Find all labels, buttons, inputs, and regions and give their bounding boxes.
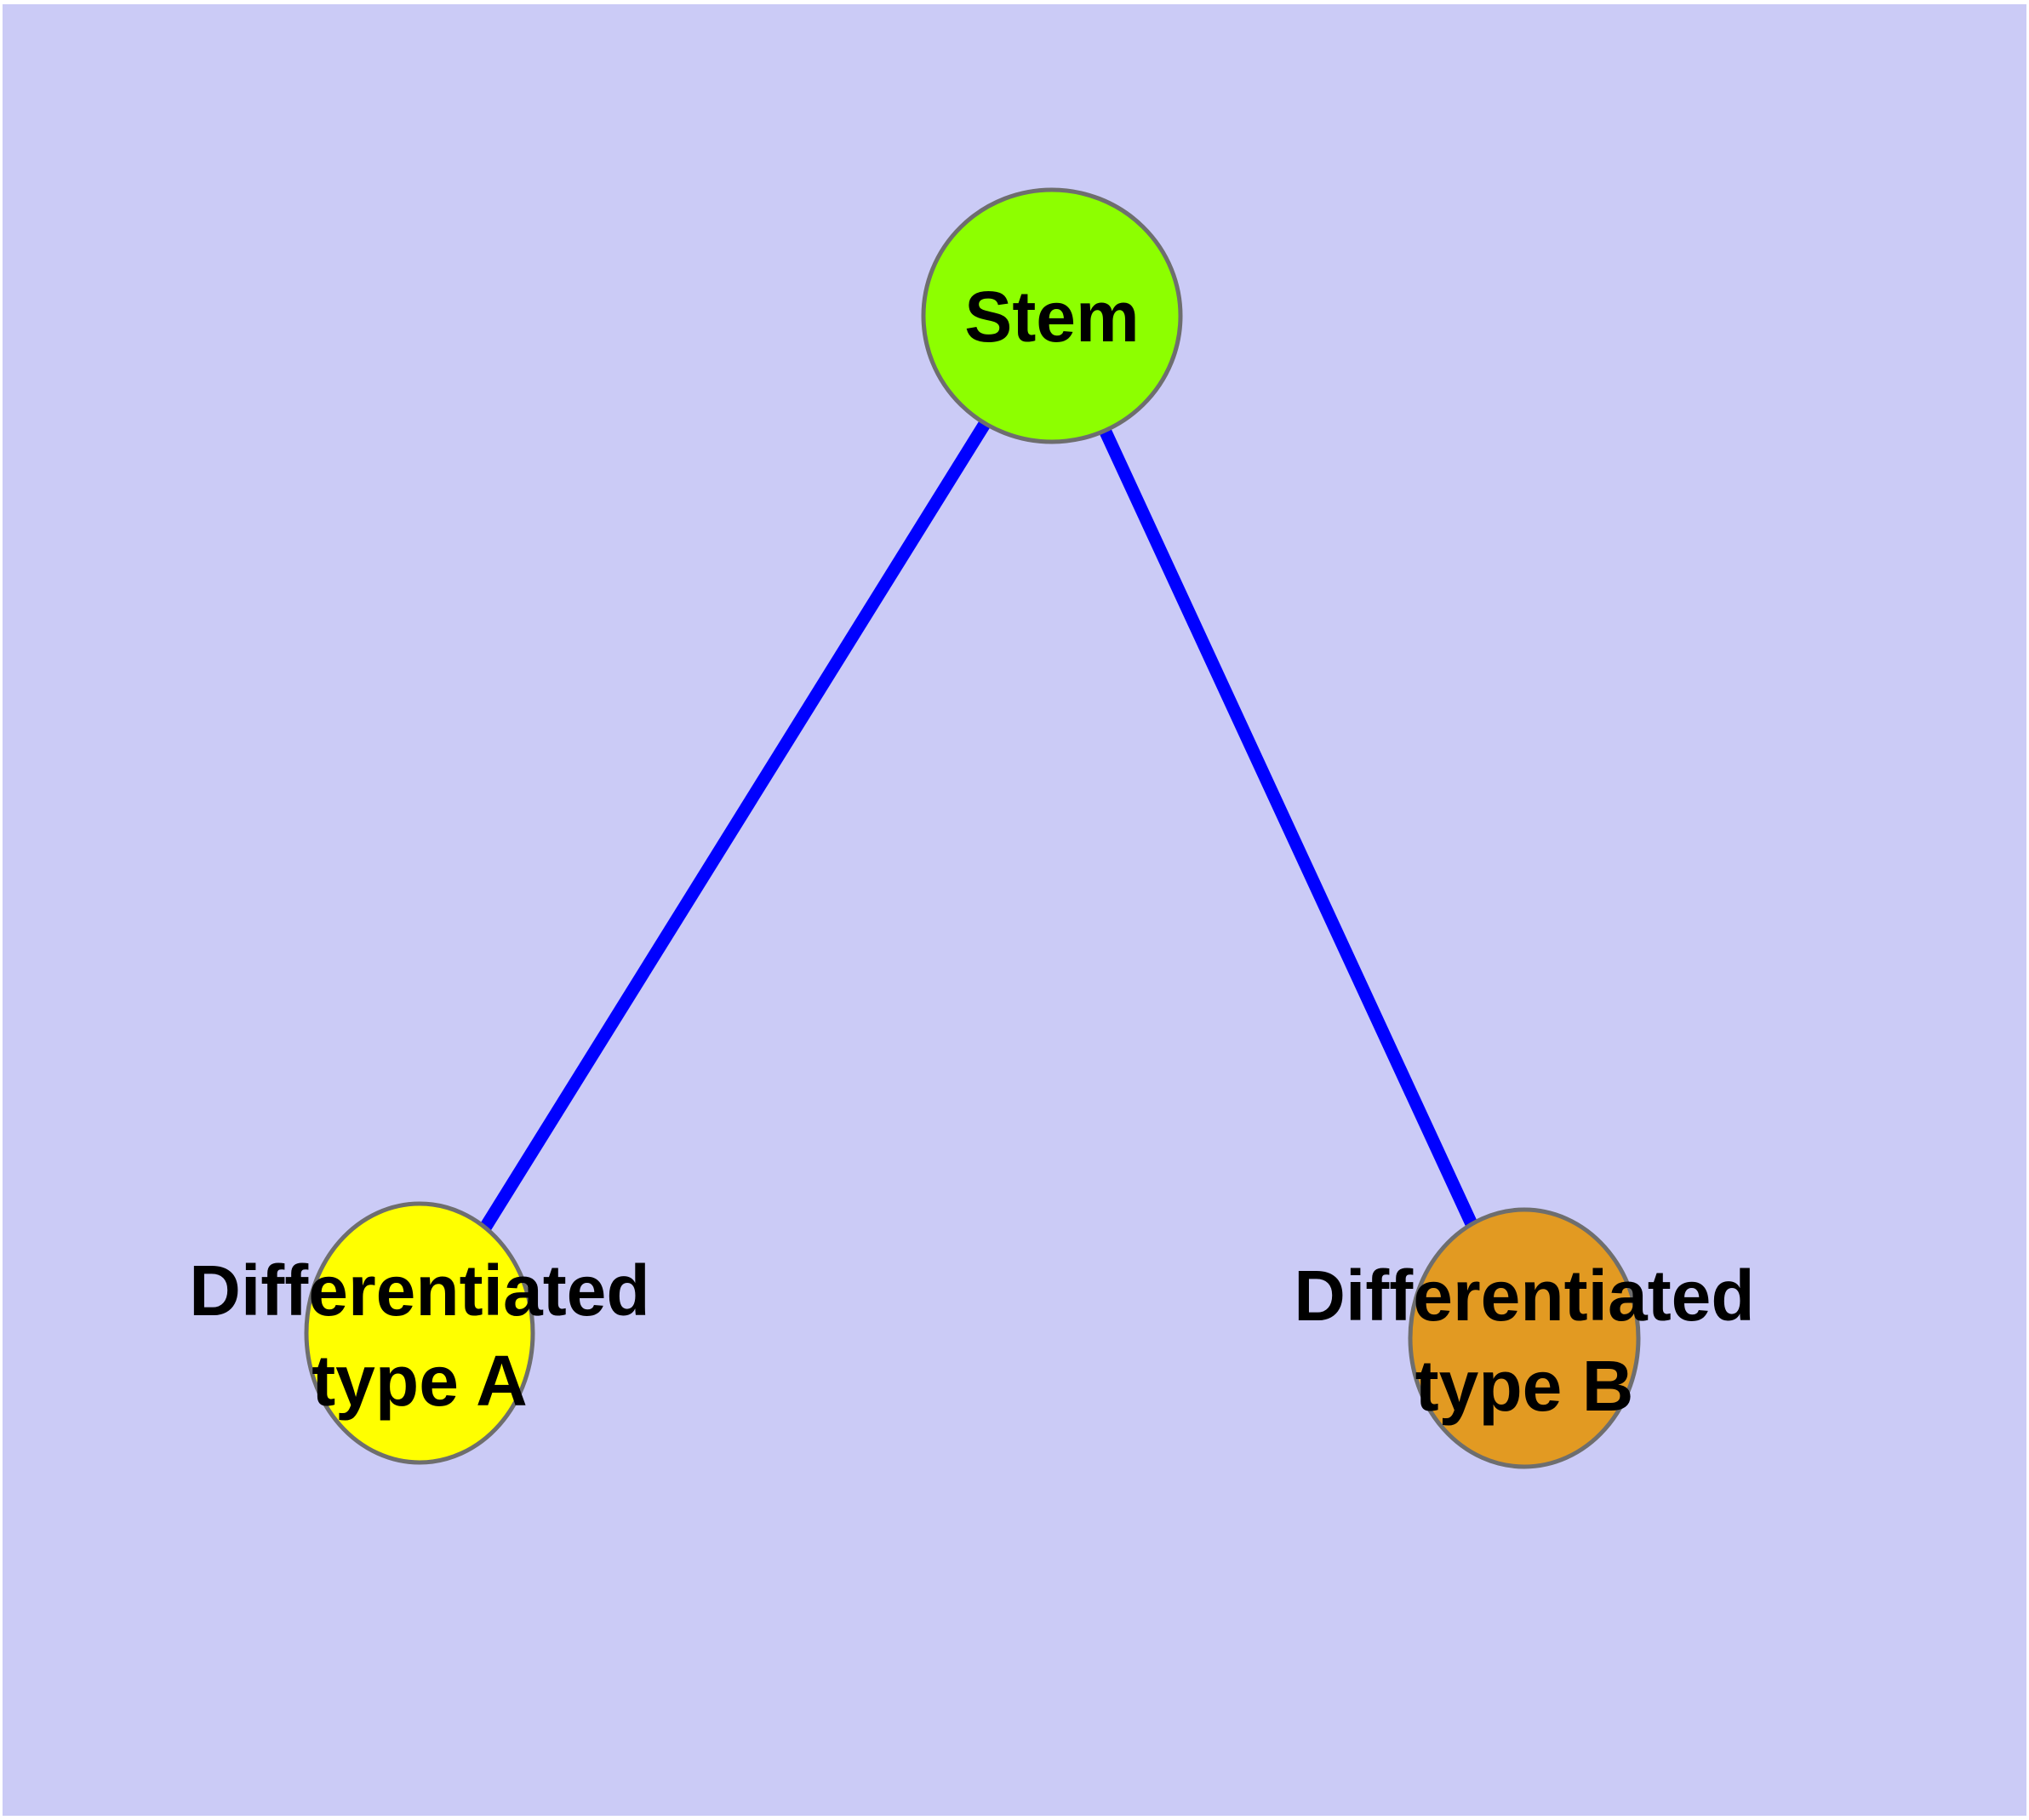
type-b-node-label-line2: type B — [1415, 1346, 1634, 1426]
edge-stem-to-type-a — [414, 312, 1058, 1336]
type-b-node-circle — [1408, 1207, 1641, 1469]
node-stem: Stem — [921, 187, 1183, 444]
edge-stem-to-type-b — [1046, 312, 1530, 1342]
stem-node-label: Stem — [964, 277, 1139, 357]
node-differentiated-type-a: Differentiated type A — [189, 1201, 650, 1465]
stem-node-circle — [921, 187, 1183, 444]
node-differentiated-type-b: Differentiated type B — [1294, 1207, 1755, 1469]
type-a-node-label-line1: Differentiated — [189, 1251, 649, 1331]
type-a-node-label-line2: type A — [311, 1341, 528, 1421]
type-b-node-label-line1: Differentiated — [1294, 1256, 1754, 1336]
type-a-node-circle — [304, 1201, 535, 1465]
